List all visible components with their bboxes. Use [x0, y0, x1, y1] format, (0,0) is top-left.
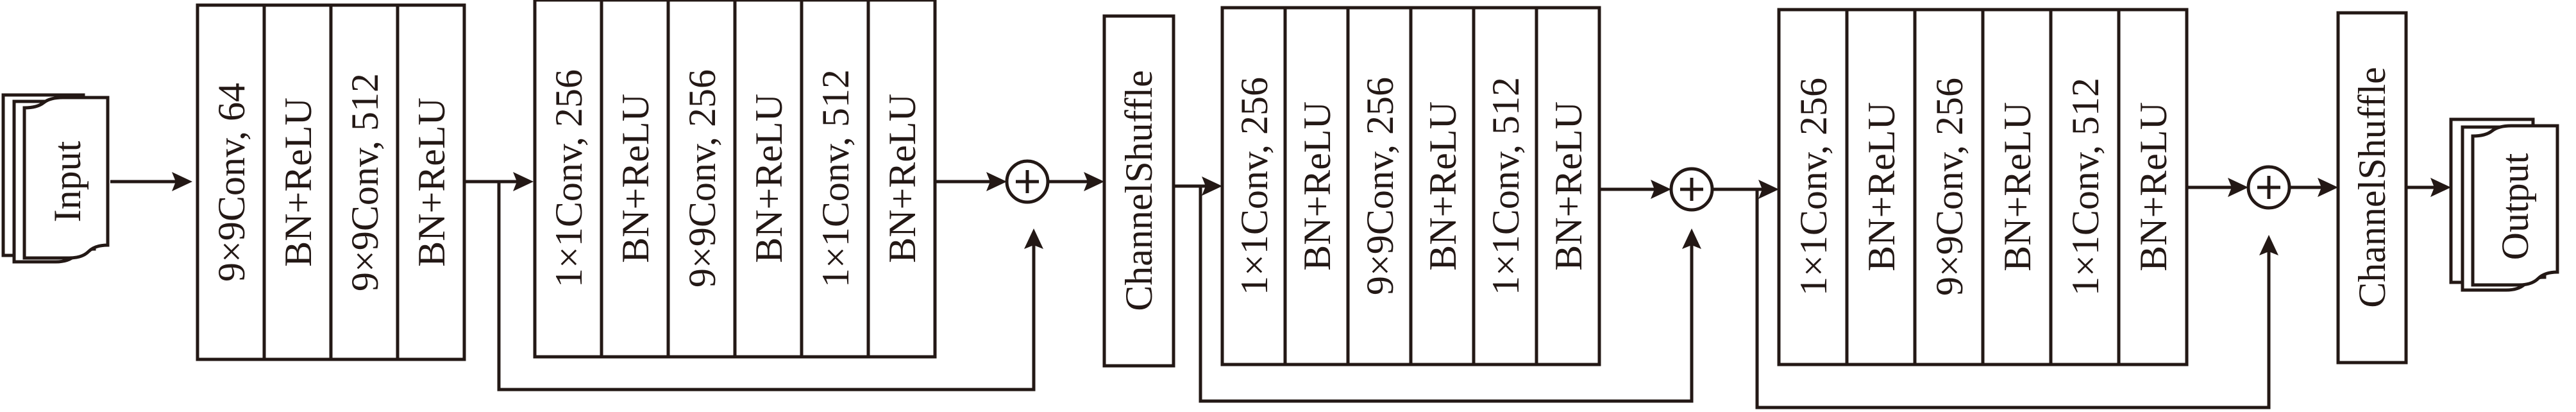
arrowhead [1651, 180, 1671, 199]
block-3: 1×1Conv, 256 BN+ReLU 9×9Conv, 256 BN+ReL… [1220, 6, 1601, 366]
block1-layer-1 [262, 3, 333, 361]
block3-label-0: 1×1Conv, 256 [1233, 77, 1275, 295]
arrowhead [2430, 178, 2451, 197]
block1-layer-2 [329, 3, 400, 361]
block2-label-5: BN+ReLU [881, 94, 923, 263]
block3-label-5: BN+ReLU [1547, 101, 1590, 271]
block4-label-2: 9×9Conv, 256 [1928, 78, 1971, 296]
block2-layer-5 [866, 0, 937, 359]
arrowhead [2318, 178, 2338, 197]
input-node: Input [1, 93, 110, 264]
arrowhead [1084, 172, 1104, 191]
block3-layer-5 [1535, 6, 1601, 366]
output-label: Output [2494, 153, 2536, 260]
block3-layer-1 [1283, 6, 1350, 366]
output-node: Output [2449, 117, 2559, 292]
arrowhead [1758, 180, 1779, 199]
input-label: Input [46, 141, 88, 222]
shuffle1-label: ChannelShuffle [1118, 70, 1160, 311]
arrowhead [2259, 235, 2278, 255]
block-1: 9×9Conv, 64 BN+ReLU 9×9Conv, 512 BN+ReLU [196, 3, 466, 361]
arrowhead [513, 172, 534, 191]
block3-layer-3 [1409, 6, 1476, 366]
block3-label-2: 9×9Conv, 256 [1359, 77, 1401, 295]
block4-layer-3 [1981, 8, 2053, 366]
block1-layer-3 [396, 3, 466, 361]
block1-label-1: BN+ReLU [277, 98, 319, 267]
skip-connection-2 [1199, 186, 1694, 403]
arrowhead [172, 172, 192, 191]
adder-2 [1669, 167, 1714, 212]
block2-label-3: BN+ReLU [748, 94, 790, 263]
arrowhead [1024, 228, 1043, 249]
block2-layer-4 [800, 0, 870, 359]
block4-layer-4 [2049, 8, 2121, 366]
block3-layer-0 [1220, 6, 1287, 366]
block-4: 1×1Conv, 256 BN+ReLU 9×9Conv, 256 BN+ReL… [1777, 8, 2189, 366]
channel-shuffle-2: ChannelShuffle [2336, 11, 2408, 365]
block4-layer-2 [1913, 8, 1985, 366]
block3-label-4: 1×1Conv, 512 [1485, 77, 1527, 295]
arrowhead [1202, 176, 1222, 196]
block2-label-2: 9×9Conv, 256 [681, 69, 723, 288]
block4-layer-0 [1777, 8, 1849, 366]
shuffle2-box [2336, 11, 2408, 365]
block4-layer-5 [2117, 8, 2189, 366]
block3-layer-2 [1346, 6, 1413, 366]
block-2: 1×1Conv, 256 BN+ReLU 9×9Conv, 256 BN+ReL… [533, 0, 937, 359]
arrowhead [1682, 228, 1701, 249]
input-sheet-front [22, 96, 110, 260]
skip-connection-3 [1755, 189, 2271, 409]
block4-label-1: BN+ReLU [1860, 102, 1903, 271]
shuffle1-box [1102, 14, 1175, 368]
shuffle2-label: ChannelShuffle [2351, 67, 2393, 308]
channel-shuffle-1: ChannelShuffle [1102, 14, 1175, 368]
block1-label-2: 9×9Conv, 512 [344, 73, 386, 291]
block4-label-0: 1×1Conv, 256 [1792, 78, 1835, 296]
output-sheet-front [2471, 124, 2559, 287]
block2-label-4: 1×1Conv, 512 [814, 69, 857, 288]
block3-label-3: BN+ReLU [1422, 101, 1464, 271]
skip-connection-1 [497, 182, 1036, 391]
block2-label-1: BN+ReLU [614, 94, 657, 263]
adder-1 [1005, 159, 1050, 204]
block4-label-5: BN+ReLU [2132, 102, 2175, 271]
block1-label-0: 9×9Conv, 64 [210, 83, 253, 282]
block1-label-3: BN+ReLU [410, 98, 453, 267]
adder-3 [2246, 165, 2291, 210]
arrowhead [986, 172, 1007, 191]
arrowhead [2228, 178, 2248, 197]
block3-label-1: BN+ReLU [1296, 101, 1338, 271]
block4-layer-1 [1845, 8, 1917, 366]
block4-label-4: 1×1Conv, 512 [2064, 78, 2107, 296]
block2-label-0: 1×1Conv, 256 [548, 69, 590, 288]
block4-label-3: BN+ReLU [1996, 102, 2039, 271]
